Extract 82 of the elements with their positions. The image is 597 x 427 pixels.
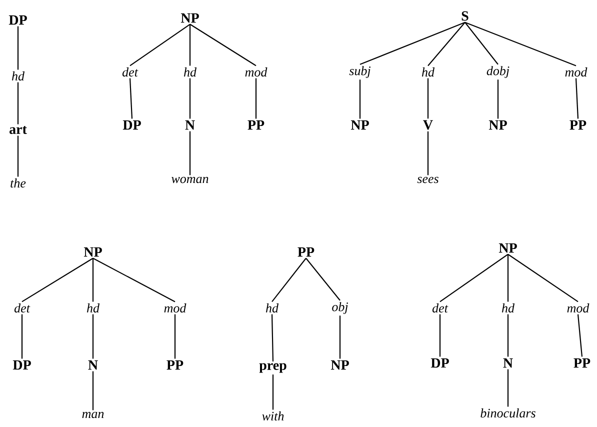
function-label: hd — [422, 67, 435, 77]
tree-branch — [464, 22, 576, 66]
tree-branch — [360, 22, 466, 65]
tree-branch — [339, 316, 341, 359]
function-label: hd — [12, 71, 25, 81]
tree-branch — [427, 78, 429, 119]
function-label: binoculars — [480, 408, 536, 418]
tree-branch — [577, 314, 583, 357]
tree-branch — [272, 374, 274, 410]
tree-branch — [92, 314, 94, 359]
tree-branch — [359, 80, 361, 119]
tree-branch — [508, 254, 578, 302]
category-label: NP — [180, 13, 199, 23]
tree-branch — [272, 258, 306, 302]
category-label: NP — [84, 247, 102, 257]
tree-branch — [17, 136, 19, 177]
function-label: mod — [565, 67, 588, 77]
category-label: N — [185, 120, 195, 130]
function-label: det — [14, 303, 30, 313]
tree-branch — [92, 258, 176, 302]
tree-branch — [440, 254, 508, 302]
tree-branch — [130, 24, 190, 66]
category-label: art — [10, 126, 27, 134]
category-label: DP — [430, 358, 449, 368]
tree-branch — [271, 314, 274, 362]
tree-branch — [464, 22, 498, 65]
category-label: N — [503, 358, 513, 368]
category-label: DP — [12, 360, 31, 370]
function-label: hd — [266, 303, 279, 313]
tree-branch — [17, 26, 19, 70]
category-label: V — [423, 120, 433, 130]
category-label: PP — [166, 360, 184, 370]
category-label: PP — [298, 247, 314, 257]
tree-branch — [507, 369, 509, 407]
function-label: mod — [245, 67, 268, 77]
tree-branch — [507, 254, 509, 302]
tree-branch — [21, 314, 23, 359]
function-label: mod — [164, 303, 186, 313]
category-label: NP — [350, 120, 369, 130]
category-label: DP — [8, 15, 27, 25]
function-label: hd — [502, 303, 515, 313]
function-label: obj — [332, 302, 348, 314]
category-label: NP — [330, 360, 349, 370]
tree-branch — [439, 314, 441, 357]
function-label: hd — [86, 303, 100, 313]
category-label: DP — [122, 120, 141, 130]
function-label: mod — [567, 303, 590, 313]
function-label: hd — [184, 67, 197, 77]
tree-branch — [507, 314, 509, 357]
tree-branch — [22, 258, 94, 302]
tree-branch — [497, 80, 499, 119]
function-label: det — [432, 303, 448, 313]
function-label: sees — [417, 176, 438, 184]
category-label: N — [88, 360, 98, 370]
function-label: woman — [172, 176, 208, 184]
tree-branch — [129, 78, 133, 119]
tree-branch — [92, 258, 94, 302]
category-label: NP — [488, 120, 507, 130]
category-label: PP — [570, 120, 586, 130]
tree-branch — [189, 131, 191, 176]
tree-branch — [17, 82, 19, 124]
category-label: PP — [248, 120, 264, 130]
category-label: prep — [259, 363, 286, 373]
category-label: PP — [574, 358, 590, 368]
function-label: man — [82, 412, 104, 418]
function-label: det — [122, 67, 138, 77]
tree-branch — [255, 78, 257, 119]
function-label: with — [262, 411, 284, 421]
function-label: dobj — [486, 66, 510, 78]
function-label: the — [10, 178, 26, 188]
tree-branch — [190, 24, 256, 66]
tree-branch — [189, 24, 191, 66]
function-label: subj — [349, 66, 371, 78]
tree-branch — [306, 258, 340, 301]
category-label: S — [462, 11, 468, 21]
tree-branch — [575, 78, 579, 119]
tree-branch — [92, 371, 94, 410]
tree-branch — [189, 78, 191, 119]
tree-branch — [174, 314, 176, 359]
tree-branch — [428, 22, 466, 66]
tree-branch — [427, 131, 429, 176]
category-label: NP — [498, 243, 517, 253]
